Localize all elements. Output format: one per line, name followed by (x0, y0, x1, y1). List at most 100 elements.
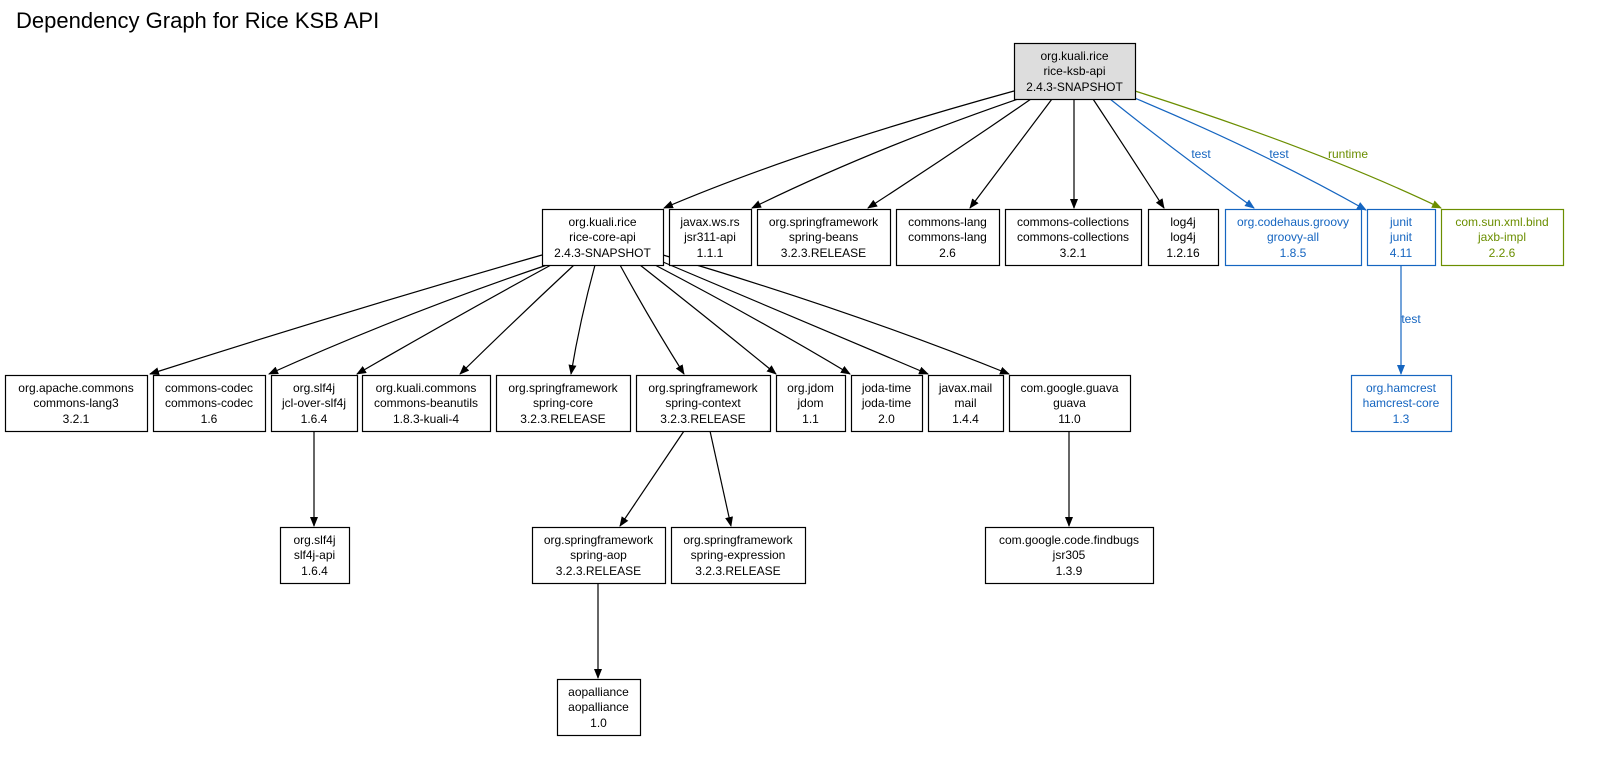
edge-label: test (1401, 312, 1421, 326)
edge-line (662, 254, 1010, 375)
node-artifact-id: jsr305 (1052, 548, 1086, 562)
node-artifact-id: spring-context (665, 396, 741, 410)
node-version: 1.0 (590, 716, 607, 730)
node-version: 2.6 (939, 246, 956, 260)
edge-line (639, 264, 777, 375)
node-group-id: org.kuali.rice (1040, 49, 1108, 63)
node-spring-beans[interactable]: org.springframeworkspring-beans3.2.3.REL… (756, 208, 892, 267)
node-box (279, 526, 351, 585)
edge-spring-context-to-spring-expression (709, 430, 733, 527)
node-group-id: org.kuali.commons (376, 381, 477, 395)
edge-rice-core-api-to-guava (662, 254, 1010, 375)
node-version: 11.0 (1058, 412, 1081, 426)
edge-label: test (1269, 147, 1289, 161)
node-group-id: org.slf4j (293, 381, 335, 395)
node-artifact-id: spring-core (533, 396, 593, 410)
node-box (541, 208, 665, 267)
edge-rice-core-api-to-spring-context (619, 264, 685, 375)
edge-line (1092, 98, 1165, 209)
node-box (1366, 208, 1437, 267)
node-spring-expression[interactable]: org.springframeworkspring-expression3.2.… (670, 526, 807, 585)
node-version: 1.8.3-kuali-4 (393, 412, 459, 426)
node-artifact-id: commons-lang3 (33, 396, 119, 410)
edge-rice-ksb-api-to-log4j (1092, 98, 1165, 209)
edge-rice-core-api-to-commons-beanutils (459, 264, 575, 375)
node-spring-aop[interactable]: org.springframeworkspring-aop3.2.3.RELEA… (531, 526, 667, 585)
node-group-id: org.jdom (787, 381, 834, 395)
node-commons-collections[interactable]: commons-collectionscommons-collections3.… (1004, 208, 1143, 267)
edge-rice-core-api-to-joda-time (654, 264, 851, 375)
node-box (927, 374, 1005, 433)
edge-rice-core-api-to-commons-codec (268, 264, 548, 375)
node-version: 3.2.3.RELEASE (660, 412, 745, 426)
node-version: 2.4.3-SNAPSHOT (554, 246, 651, 260)
edge-line (619, 264, 685, 375)
node-version: 1.1.1 (697, 246, 724, 260)
node-group-id: org.springframework (648, 381, 758, 395)
node-group-id: commons-collections (1017, 215, 1129, 229)
node-box (775, 374, 847, 433)
node-box (1008, 374, 1132, 433)
edge-spring-context-to-spring-aop (619, 430, 685, 527)
node-box (635, 374, 772, 433)
node-box (531, 526, 667, 585)
edge-line (356, 264, 552, 375)
node-artifact-id: commons-collections (1017, 230, 1129, 244)
node-version: 1.1 (802, 412, 819, 426)
edge-line (1124, 93, 1367, 211)
node-box (495, 374, 632, 433)
node-artifact-id: commons-lang (908, 230, 987, 244)
node-artifact-id: rice-ksb-api (1043, 64, 1105, 78)
node-artifact-id: slf4j-api (294, 548, 335, 562)
node-box (850, 374, 924, 433)
node-group-id: org.springframework (769, 215, 879, 229)
node-box (1350, 374, 1453, 433)
node-group-id: javax.ws.rs (679, 215, 739, 229)
node-spring-core[interactable]: org.springframeworkspring-core3.2.3.RELE… (495, 374, 632, 433)
node-group-id: com.google.guava (1020, 381, 1118, 395)
node-artifact-id: hamcrest-core (1363, 396, 1440, 410)
node-version: 3.2.3.RELEASE (695, 564, 780, 578)
edge-line (149, 254, 543, 376)
node-box (984, 526, 1155, 585)
edge-rice-core-api-to-mail (662, 261, 929, 375)
node-artifact-id: jdom (796, 396, 823, 410)
nodes-layer: org.kuali.ricerice-ksb-api2.4.3-SNAPSHOT… (4, 42, 1565, 737)
edge-line (459, 264, 575, 375)
node-artifact-id: spring-beans (789, 230, 858, 244)
edge-rice-ksb-api-to-groovy-all: test (1109, 98, 1255, 209)
node-artifact-id: commons-beanutils (374, 396, 478, 410)
node-artifact-id: jsr311-api (683, 230, 736, 244)
edge-line (663, 90, 1015, 209)
node-artifact-id: jaxb-impl (1477, 230, 1526, 244)
node-group-id: javax.mail (938, 381, 992, 395)
node-group-id: org.kuali.rice (568, 215, 636, 229)
node-group-id: org.springframework (683, 533, 793, 547)
node-group-id: org.apache.commons (18, 381, 133, 395)
node-artifact-id: rice-core-api (569, 230, 636, 244)
node-artifact-id: log4j (1170, 230, 1195, 244)
node-version: 2.2.6 (1489, 246, 1516, 260)
